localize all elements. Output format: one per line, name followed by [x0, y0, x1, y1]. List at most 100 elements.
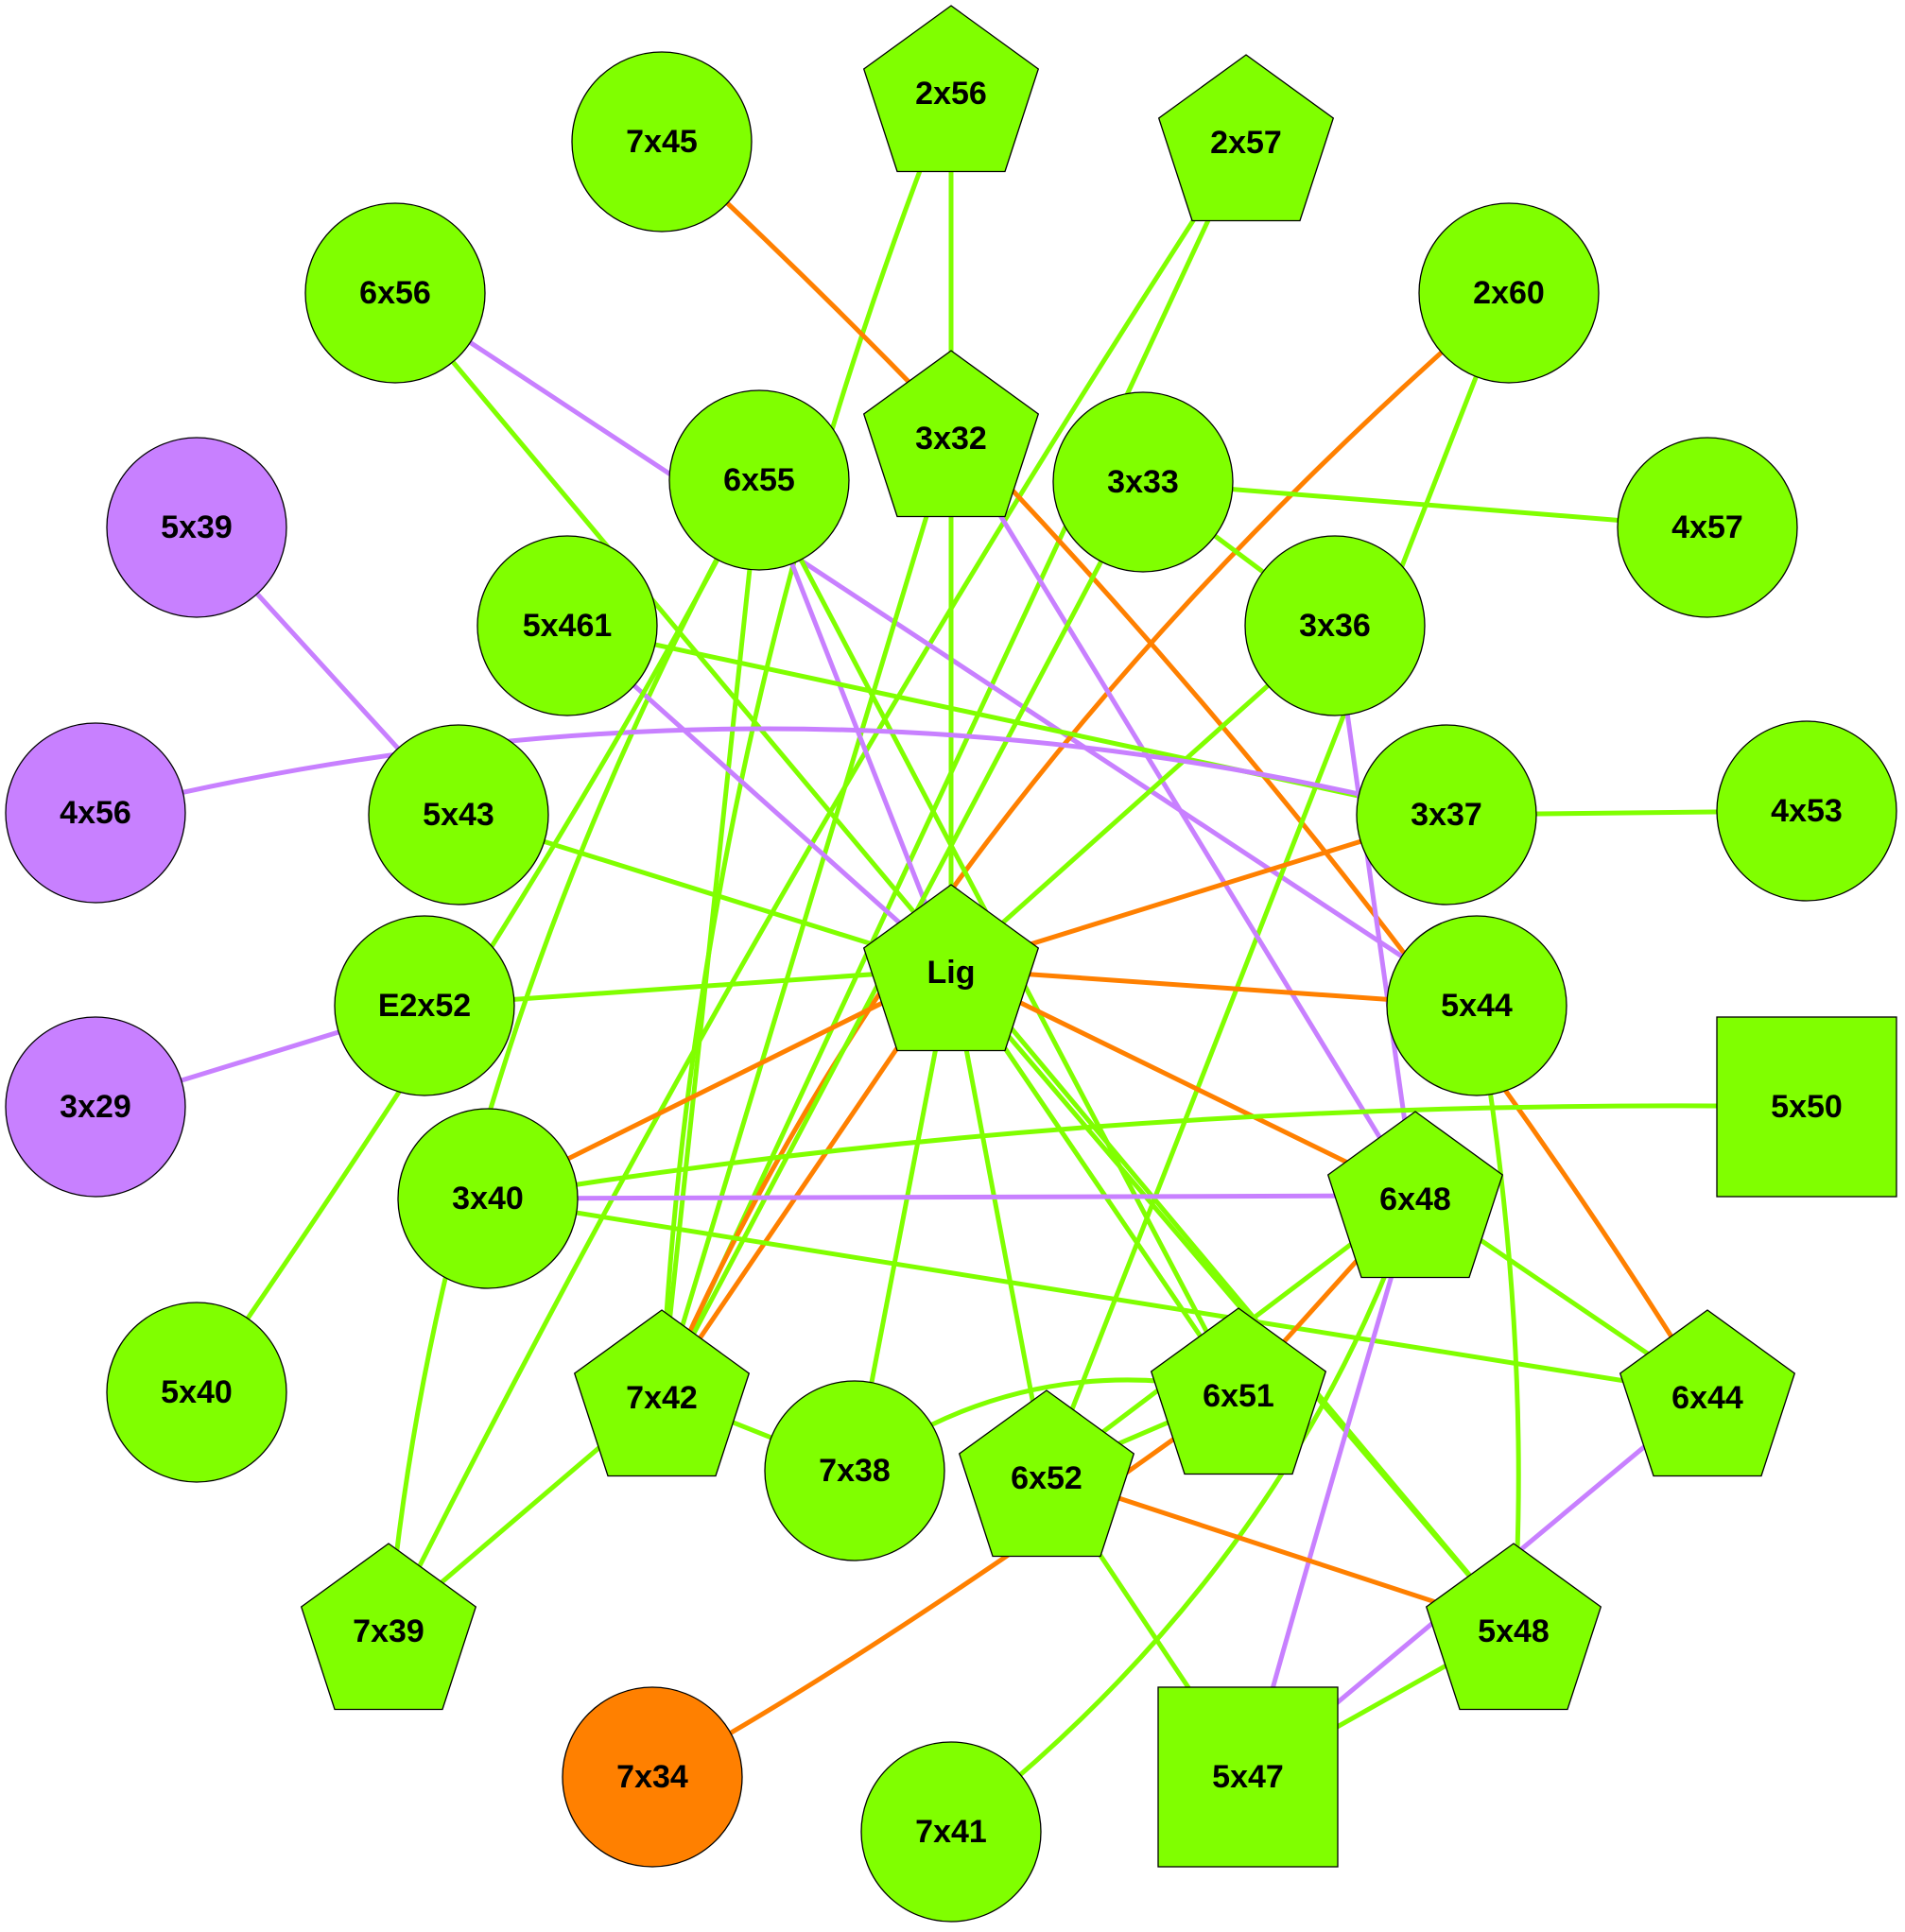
node-pentagon	[1326, 1111, 1504, 1279]
node-5x47: 5x47	[1157, 1686, 1339, 1868]
node-circle	[1617, 437, 1798, 618]
node-label: 5x50	[1771, 1089, 1843, 1125]
node-label: 3x37	[1411, 797, 1482, 833]
node-3x36: 3x36	[1244, 535, 1426, 716]
edge-2x57-7x39	[386, 137, 1249, 1630]
edge-3x40-6x44	[487, 1196, 1708, 1397]
edge-3x36-6x48	[1332, 625, 1418, 1197]
edge-3x33-4x57	[1142, 479, 1708, 530]
node-circle	[5, 1016, 186, 1198]
node-label: 7x42	[626, 1380, 698, 1416]
node-circle	[397, 1108, 579, 1289]
node-circle	[1716, 720, 1897, 902]
node-circle	[1386, 915, 1567, 1096]
node-6x55: 6x55	[668, 389, 850, 571]
node-3x33: 3x33	[1052, 391, 1234, 573]
node-5x461: 5x461	[476, 535, 658, 716]
node-label: 5x47	[1212, 1759, 1284, 1795]
node-6x48: 6x48	[1326, 1111, 1504, 1279]
node-circle	[562, 1686, 743, 1868]
edge-2x57-7x42	[659, 137, 1249, 1396]
node-label: 3x29	[60, 1089, 131, 1125]
node-label: 4x53	[1771, 793, 1843, 829]
node-circle	[476, 535, 658, 716]
node-label: 2x56	[915, 76, 987, 112]
edge-2x60-7x42	[659, 291, 1511, 1395]
node-3x40: 3x40	[397, 1108, 579, 1289]
node-circle	[334, 915, 515, 1096]
node-circle	[1244, 535, 1426, 716]
node-label: 5x43	[423, 797, 494, 833]
edge-3x32-6x48	[948, 433, 1418, 1198]
node-layer: Lig 2x56 2x57 7x45 6x56 2x60 3x32 6x55 3x33 4x57 5…	[5, 5, 1897, 1923]
node-label: 2x57	[1210, 125, 1282, 161]
node-circle	[368, 724, 549, 906]
node-6x52: 6x52	[958, 1389, 1135, 1558]
edge-6x51-7x34	[650, 1389, 1240, 1780]
node-pentagon	[862, 884, 1040, 1052]
node-6x56: 6x56	[304, 202, 486, 384]
node-label: 7x38	[819, 1453, 891, 1489]
node-circle	[106, 1302, 287, 1483]
node-7x41: 7x41	[860, 1741, 1042, 1923]
node-3x32: 3x32	[862, 350, 1040, 518]
node-pentagon	[573, 1309, 751, 1477]
node-circle	[5, 722, 186, 904]
node-2x60: 2x60	[1418, 202, 1600, 384]
node-label: 7x34	[616, 1759, 688, 1795]
node-label: 5x39	[161, 509, 233, 545]
node-3x29: 3x29	[5, 1016, 186, 1198]
node-5x40: 5x40	[106, 1302, 287, 1483]
node-circle	[1418, 202, 1600, 384]
node-4x56: 4x56	[5, 722, 186, 904]
node-label: 5x44	[1441, 988, 1513, 1024]
node-circle	[764, 1380, 945, 1561]
node-2x57: 2x57	[1157, 54, 1335, 222]
node-7x45: 7x45	[571, 51, 753, 233]
node-6x44: 6x44	[1619, 1309, 1796, 1477]
node-label: 5x461	[523, 608, 613, 644]
node-circle	[304, 202, 486, 384]
node-circle	[1356, 724, 1537, 906]
node-pentagon	[862, 5, 1040, 173]
node-pentagon	[1157, 54, 1335, 222]
edge-2x60-6x52	[1044, 292, 1512, 1475]
node-label: 6x56	[359, 275, 431, 311]
node-label: 6x44	[1671, 1380, 1743, 1416]
node-E2x52: E2x52	[334, 915, 515, 1096]
node-label: 6x55	[723, 462, 795, 498]
node-circle	[668, 389, 850, 571]
node-7x42: 7x42	[573, 1309, 751, 1477]
node-circle	[106, 437, 287, 618]
node-label: 3x36	[1299, 608, 1371, 644]
node-label: 2x60	[1473, 275, 1545, 311]
node-4x57: 4x57	[1617, 437, 1798, 618]
node-3x37: 3x37	[1356, 724, 1537, 906]
node-label: 6x52	[1011, 1460, 1082, 1496]
edge-Lig-6x48	[949, 966, 1417, 1199]
edge-5x50-3x40	[487, 1103, 1808, 1201]
node-7x34: 7x34	[562, 1686, 743, 1868]
node-5x39: 5x39	[106, 437, 287, 618]
node-pentagon	[862, 350, 1040, 518]
node-label: 7x41	[915, 1814, 987, 1850]
node-label: 3x33	[1107, 464, 1179, 500]
node-pentagon	[300, 1543, 477, 1711]
node-pentagon	[958, 1389, 1135, 1558]
node-label: 4x57	[1671, 509, 1743, 545]
node-label: 3x40	[452, 1181, 524, 1216]
edge-layer	[95, 89, 1808, 1834]
node-square	[1157, 1686, 1339, 1868]
node-5x50: 5x50	[1716, 1016, 1897, 1198]
node-7x38: 7x38	[764, 1380, 945, 1561]
edge-3x40-6x48	[487, 1193, 1416, 1201]
node-6x51: 6x51	[1150, 1307, 1327, 1475]
node-Lig: Lig	[862, 884, 1040, 1052]
node-label: 5x48	[1478, 1613, 1550, 1649]
edge-Lig-5x48	[949, 967, 1515, 1630]
edge-6x56-5x44	[393, 290, 1479, 1009]
edge-5x44-5x48	[1474, 1005, 1521, 1629]
node-5x44: 5x44	[1386, 915, 1567, 1096]
node-5x43: 5x43	[368, 724, 549, 906]
